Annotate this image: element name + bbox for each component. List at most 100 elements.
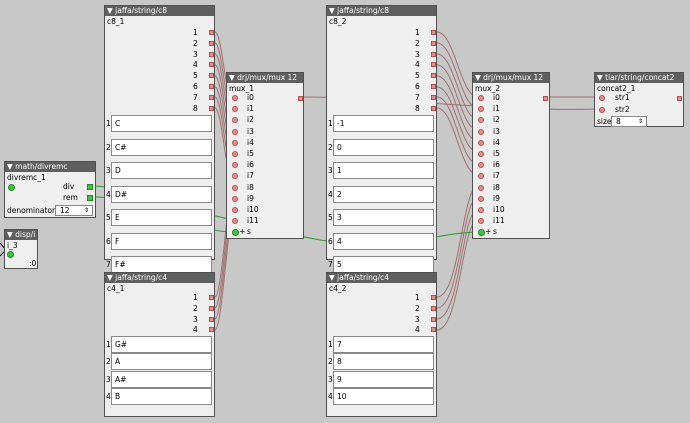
concat-object[interactable]: ▼ tiar/string/concat2 concat2_1 str1 str… (594, 72, 684, 127)
mux-input-port-i2[interactable] (478, 117, 484, 124)
mux-2-header[interactable]: ▼ drj/mux/mux 12 (473, 73, 549, 83)
concat-str1-port[interactable] (599, 95, 605, 101)
string-field[interactable]: 0 (333, 138, 434, 156)
c8-2-header[interactable]: ▼ jaffa/string/c8 (327, 6, 436, 16)
string-field[interactable]: 5 (333, 256, 434, 273)
divremc-header[interactable]: ▼ math/divremc (5, 162, 95, 172)
output-port-6[interactable] (209, 84, 214, 89)
output-port-1[interactable] (431, 30, 436, 35)
string-field[interactable]: D# (111, 185, 212, 203)
output-port-8[interactable] (431, 105, 436, 111)
denominator-field[interactable]: 12⇕ (55, 205, 93, 216)
mux-input-port-i4[interactable] (478, 139, 484, 146)
string-field[interactable]: F (111, 232, 212, 250)
mux-input-port-i4[interactable] (232, 139, 238, 146)
size-stepper-icon[interactable]: ⇕ (637, 118, 643, 125)
output-port-3[interactable] (431, 316, 436, 322)
divremc-input-port[interactable] (8, 184, 15, 191)
mux-input-port-i9[interactable] (478, 195, 484, 202)
c4-1-header[interactable]: ▼ jaffa/string/c4 (105, 273, 214, 283)
c8-1-header[interactable]: ▼ jaffa/string/c8 (105, 6, 214, 16)
output-port-4[interactable] (209, 327, 214, 333)
output-port-2[interactable] (209, 40, 214, 46)
string-field[interactable]: A (111, 353, 212, 371)
mux-input-port-i0[interactable] (478, 95, 484, 101)
string-field[interactable]: 7 (333, 336, 434, 353)
output-port-4[interactable] (209, 62, 214, 68)
string-field[interactable]: 10 (333, 387, 434, 405)
output-port-6[interactable] (431, 84, 436, 89)
mux-input-port-i10[interactable] (478, 207, 484, 213)
string-field[interactable]: E (111, 209, 212, 226)
output-port-2[interactable] (209, 305, 214, 311)
mux-input-port-i1[interactable] (478, 106, 484, 113)
mux-input-port-i10[interactable] (232, 207, 238, 213)
output-port-5[interactable] (431, 73, 436, 79)
mux-input-port-i5[interactable] (232, 151, 238, 157)
mux-input-port-i8[interactable] (478, 184, 484, 191)
string-field[interactable]: B (111, 387, 212, 405)
mux-input-port-i2[interactable] (232, 117, 238, 124)
mux-input-port-i1[interactable] (232, 106, 238, 113)
string-field[interactable]: F# (111, 256, 212, 273)
mux-input-port-i5[interactable] (478, 151, 484, 157)
string-field[interactable]: D (111, 162, 212, 179)
output-port-3[interactable] (431, 51, 436, 57)
string-field[interactable]: 8 (333, 353, 434, 371)
string-field[interactable]: 9 (333, 370, 434, 388)
string-field[interactable]: 1 (333, 162, 434, 179)
divremc-div-port[interactable] (87, 184, 93, 190)
mux-input-port-i0[interactable] (232, 95, 238, 101)
string-field[interactable]: G# (111, 336, 212, 353)
output-port-4[interactable] (431, 62, 436, 68)
output-port-7[interactable] (431, 94, 436, 100)
denominator-stepper-icon[interactable]: ⇕ (83, 207, 89, 214)
mux-input-port-i7[interactable] (232, 173, 238, 180)
output-port-1[interactable] (209, 30, 214, 35)
mux-1-output-port[interactable] (298, 96, 303, 101)
string-field[interactable]: C# (111, 138, 212, 156)
output-port-2[interactable] (431, 40, 436, 46)
mux-1-header[interactable]: ▼ drj/mux/mux 12 (227, 73, 303, 83)
concat-header[interactable]: ▼ tiar/string/concat2 (595, 73, 683, 83)
mux-select-port[interactable] (478, 229, 485, 237)
output-port-3[interactable] (209, 316, 214, 322)
size-field[interactable]: 8⇕ (611, 116, 647, 127)
mux-2-output-port[interactable] (543, 96, 548, 101)
output-port-5[interactable] (209, 73, 214, 79)
string-field[interactable]: 2 (333, 185, 434, 203)
mux-input-port-i3[interactable] (232, 128, 238, 135)
disp-header[interactable]: ▼ disp/i (5, 230, 37, 240)
mux-input-port-i9[interactable] (232, 195, 238, 202)
mux-input-port-i7[interactable] (478, 173, 484, 180)
string-field[interactable]: A# (111, 370, 212, 388)
string-field[interactable]: C (111, 115, 212, 132)
string-field[interactable]: -1 (333, 115, 434, 132)
output-port-7[interactable] (209, 94, 214, 100)
mux-input-port-i6[interactable] (232, 162, 238, 169)
divremc-object[interactable]: ▼ math/divremc divremc_1 div rem denomin… (4, 161, 96, 218)
mux-select-port[interactable] (232, 229, 239, 237)
mux-input-port-i6[interactable] (478, 162, 484, 169)
output-port-3[interactable] (209, 51, 214, 57)
output-port-1[interactable] (431, 295, 436, 300)
output-port-8[interactable] (209, 105, 214, 111)
disp-object[interactable]: ▼ disp/i i_3 :0 (4, 229, 38, 269)
output-port-1[interactable] (209, 295, 214, 300)
string-field[interactable]: 3 (333, 209, 434, 226)
divremc-rem-port[interactable] (87, 195, 93, 201)
mux-input-port-i3[interactable] (478, 128, 484, 135)
concat-str2-port[interactable] (599, 107, 605, 113)
mux-input-port-i8[interactable] (232, 184, 238, 191)
output-port-2[interactable] (431, 305, 436, 311)
disp-input-port[interactable] (7, 251, 14, 258)
concat-output-port[interactable] (677, 96, 682, 101)
string-field[interactable]: 4 (333, 232, 434, 250)
c4-2-header[interactable]: ▼ jaffa/string/c4 (327, 273, 436, 283)
mux-input-port-i11[interactable] (478, 218, 484, 225)
